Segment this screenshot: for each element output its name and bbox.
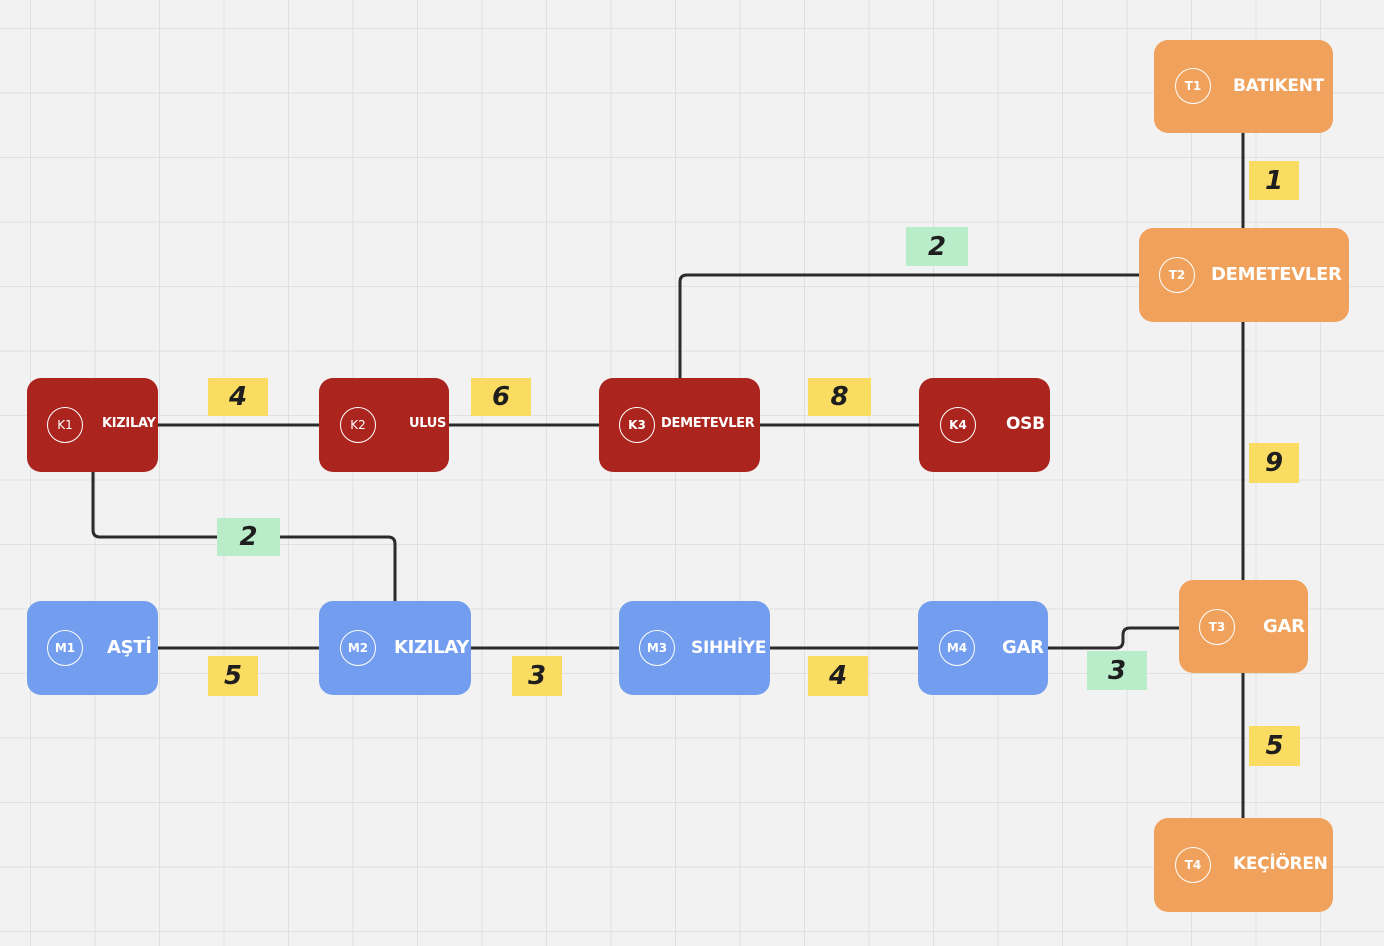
- station-code: T3: [1208, 620, 1226, 634]
- station-code: M1: [54, 641, 76, 655]
- weight-t2-t3[interactable]: 9: [1249, 443, 1299, 483]
- station-t2[interactable]: T2 DEMETEVLER: [1139, 228, 1349, 322]
- weight-k1-m2[interactable]: 2: [217, 518, 280, 556]
- weight-k3-k4[interactable]: 8: [808, 378, 871, 416]
- station-code-badge: T3: [1199, 609, 1235, 645]
- weight-k2-k3[interactable]: 6: [471, 378, 531, 416]
- station-name: KIZILAY: [394, 637, 470, 658]
- station-t1[interactable]: T1 BATIKENT: [1154, 40, 1333, 133]
- station-k3[interactable]: K3 DEMETEVLER: [599, 378, 760, 472]
- station-code-badge: T2: [1159, 257, 1195, 293]
- station-m3[interactable]: M3 SIHHİYE: [619, 601, 770, 695]
- station-code: M2: [347, 641, 369, 655]
- station-k4[interactable]: K4 OSB: [919, 378, 1050, 472]
- station-name: KIZILAY: [102, 416, 156, 431]
- station-name: OSB: [1006, 414, 1045, 434]
- station-code: K1: [57, 418, 73, 432]
- station-k2[interactable]: K2 ULUS: [319, 378, 449, 472]
- edge-k3-t2[interactable]: [678, 273, 1160, 378]
- station-code-badge: T4: [1175, 847, 1211, 883]
- station-code: M3: [646, 641, 668, 655]
- station-code: T1: [1184, 79, 1202, 93]
- station-code: T2: [1168, 268, 1186, 282]
- station-m4[interactable]: M4 GAR: [918, 601, 1048, 695]
- station-code: K4: [949, 418, 967, 432]
- station-code-badge: M2: [340, 630, 376, 666]
- station-name: SIHHİYE: [691, 638, 767, 658]
- weight-k3-t2[interactable]: 2: [906, 227, 968, 266]
- weight-m3-m4[interactable]: 4: [808, 656, 868, 696]
- station-code-badge: K2: [340, 407, 376, 443]
- station-k1[interactable]: K1 KIZILAY: [27, 378, 158, 472]
- station-name: GAR: [1002, 637, 1044, 658]
- station-code-badge: T1: [1175, 68, 1211, 104]
- station-name: GAR: [1263, 616, 1305, 637]
- station-code-badge: M3: [639, 630, 675, 666]
- station-name: KEÇİÖREN: [1233, 854, 1328, 874]
- station-code-badge: M1: [47, 630, 83, 666]
- weight-t1-t2[interactable]: 1: [1249, 161, 1299, 200]
- edge-m4-t3[interactable]: [1047, 626, 1200, 650]
- station-t4[interactable]: T4 KEÇİÖREN: [1154, 818, 1333, 912]
- station-code: K3: [628, 418, 646, 432]
- station-name: ULUS: [409, 416, 447, 431]
- weight-t3-t4[interactable]: 5: [1249, 726, 1300, 766]
- station-t3[interactable]: T3 GAR: [1179, 580, 1308, 673]
- station-code-badge: K1: [47, 407, 83, 443]
- station-name: BATIKENT: [1233, 76, 1324, 96]
- station-name: DEMETEVLER: [1211, 264, 1342, 285]
- weight-m1-m2[interactable]: 5: [208, 656, 258, 696]
- station-name: AŞTİ: [107, 637, 152, 658]
- weight-k1-k2[interactable]: 4: [208, 378, 268, 416]
- station-name: DEMETEVLER: [661, 416, 755, 431]
- station-code: K2: [350, 418, 366, 432]
- station-code-badge: M4: [939, 630, 975, 666]
- station-m2[interactable]: M2 KIZILAY: [319, 601, 471, 695]
- weight-m2-m3[interactable]: 3: [512, 656, 562, 696]
- station-code-badge: K3: [619, 407, 655, 443]
- weight-m4-t3[interactable]: 3: [1087, 651, 1147, 690]
- station-m1[interactable]: M1 AŞTİ: [27, 601, 158, 695]
- station-code: M4: [946, 641, 968, 655]
- station-code-badge: K4: [940, 407, 976, 443]
- station-code: T4: [1184, 858, 1202, 872]
